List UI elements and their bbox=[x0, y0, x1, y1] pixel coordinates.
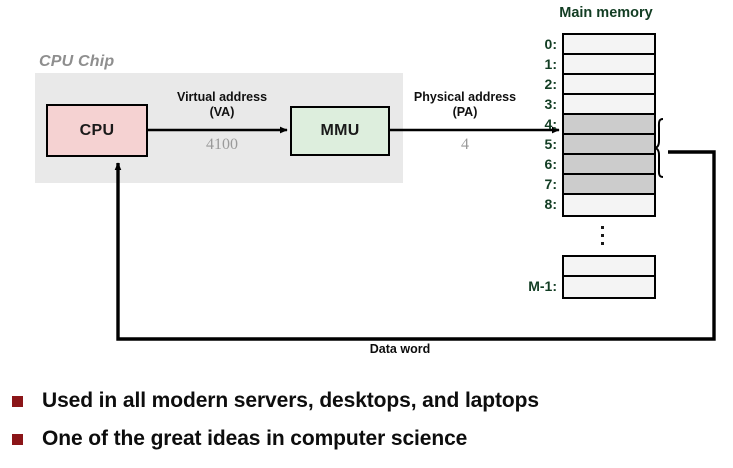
memory-row-label: 0: bbox=[544, 36, 557, 52]
cpu-chip-title: CPU Chip bbox=[39, 53, 115, 70]
memory-cell bbox=[564, 175, 654, 195]
memory-cell bbox=[564, 257, 654, 277]
memory-cell bbox=[564, 95, 654, 115]
bullet-item: Used in all modern servers, desktops, an… bbox=[0, 382, 733, 420]
bullet-text: Used in all modern servers, desktops, an… bbox=[42, 389, 539, 412]
virtual-address-line1: Virtual address bbox=[176, 90, 268, 104]
memory-row-label: 7: bbox=[544, 176, 557, 192]
virtual-address-label: Virtual address (VA) bbox=[152, 90, 292, 120]
bullet-square-icon bbox=[12, 433, 23, 445]
physical-address-line2: (PA) bbox=[452, 105, 478, 119]
memory-ellipsis-icon bbox=[595, 226, 609, 245]
mmu-box: MMU bbox=[290, 106, 390, 156]
memory-cell bbox=[564, 135, 654, 155]
memory-row-label: 6: bbox=[544, 156, 557, 172]
cpu-box-label: CPU bbox=[79, 121, 115, 139]
memory-cell bbox=[564, 195, 654, 215]
memory-cell bbox=[564, 115, 654, 135]
memory-row-label: 2: bbox=[544, 76, 557, 92]
physical-address-value: 4 bbox=[461, 136, 469, 153]
memory-row-label: 8: bbox=[544, 196, 557, 212]
physical-address-line1: Physical address bbox=[413, 90, 517, 104]
memory-row-label: 3: bbox=[544, 96, 557, 112]
memory-cell bbox=[564, 55, 654, 75]
memory-row-label: 1: bbox=[544, 56, 557, 72]
memory-row-label: M-1: bbox=[528, 278, 557, 294]
main-memory-title: Main memory bbox=[559, 5, 653, 21]
memory-cell bbox=[564, 35, 654, 55]
memory-row-label: 4: bbox=[544, 116, 557, 132]
cpu-box: CPU bbox=[46, 104, 148, 157]
bullet-text: One of the great ideas in computer scien… bbox=[42, 427, 468, 450]
physical-address-label: Physical address (PA) bbox=[395, 90, 535, 120]
mmu-box-label: MMU bbox=[320, 122, 360, 139]
bullet-list: Used in all modern servers, desktops, an… bbox=[0, 382, 733, 458]
virtual-address-line2: (VA) bbox=[209, 105, 235, 119]
memory-cell bbox=[564, 277, 654, 297]
memory-cell bbox=[564, 75, 654, 95]
main-memory-top-block bbox=[562, 33, 656, 217]
memory-row-label: 5: bbox=[544, 136, 557, 152]
memory-cell bbox=[564, 155, 654, 175]
bullet-square-icon bbox=[12, 395, 23, 407]
bullet-item: One of the great ideas in computer scien… bbox=[0, 420, 733, 458]
virtual-address-value: 4100 bbox=[206, 136, 238, 153]
data-word-label: Data word bbox=[369, 342, 431, 356]
main-memory-bottom-block bbox=[562, 255, 656, 299]
